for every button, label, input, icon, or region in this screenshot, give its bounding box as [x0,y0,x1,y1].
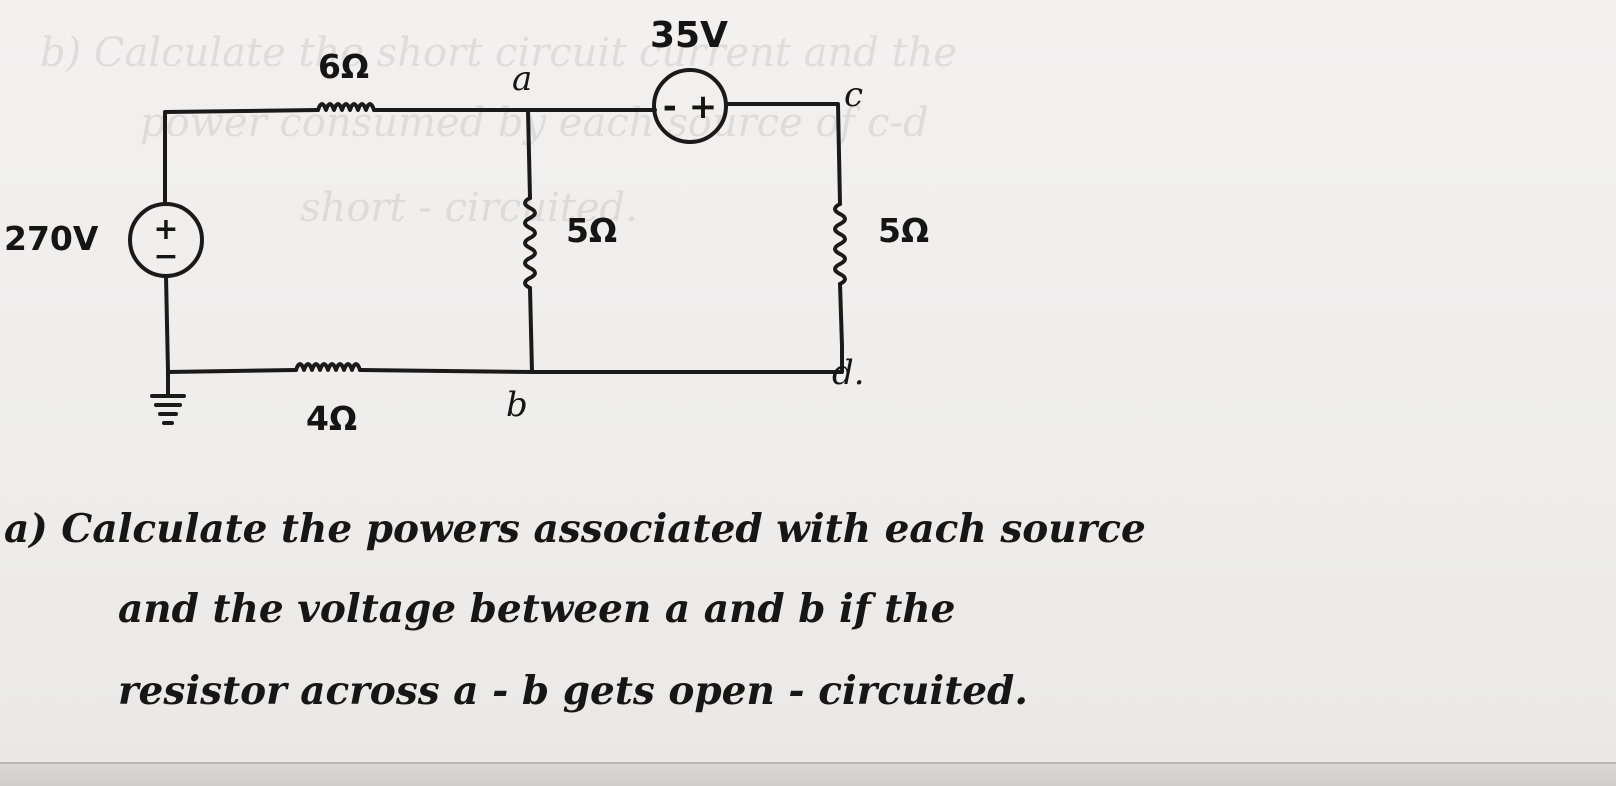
resistor-right-5ohm-label: 5Ω [878,211,930,250]
resistor-middle-5ohm-symbol [523,196,537,290]
source-35v-signs: - + [663,87,717,127]
resistor-right-5ohm-symbol [833,202,847,286]
wire-middle-lower [528,286,534,374]
resistor-4ohm-label: 4Ω [306,399,358,438]
resistor-middle-5ohm-label: 5Ω [566,211,618,250]
bleed-through-text: power consumed by each source of c-d [140,100,929,146]
wire-bottom-left [166,368,298,374]
wire-bottom-right [358,344,844,374]
source-35v-label: 35V [650,15,728,56]
resistor-4ohm-symbol [294,362,362,372]
node-b-label: b [506,385,528,425]
bleed-through-text: short - circuited. [300,185,638,231]
question-line-2: and the voltage between a and b if the [118,586,956,632]
wire-middle-upper [526,108,532,200]
wire-top-left [163,108,320,205]
resistor-6ohm-label: 6Ω [318,47,370,86]
source-270v-label: 270V [4,219,99,258]
resistor-6ohm-symbol [316,102,376,112]
page-bottom-edge [0,762,1616,786]
node-a-label: a [512,59,533,99]
node-c-label: c [844,75,864,115]
node-d-label: d. [832,353,865,393]
wire-left-lower [164,274,170,374]
ground-symbol [150,370,186,425]
question-line-1: a) Calculate the powers associated with … [4,506,1146,552]
source-270v-plus: + [153,212,178,247]
question-line-3: resistor across a - b gets open - circui… [118,668,1028,714]
source-270v-minus: − [153,239,178,274]
wire-right-lower [838,282,844,348]
bleed-through-text: b) Calculate the short circuit current a… [40,30,958,76]
wire-top-right [724,102,842,206]
